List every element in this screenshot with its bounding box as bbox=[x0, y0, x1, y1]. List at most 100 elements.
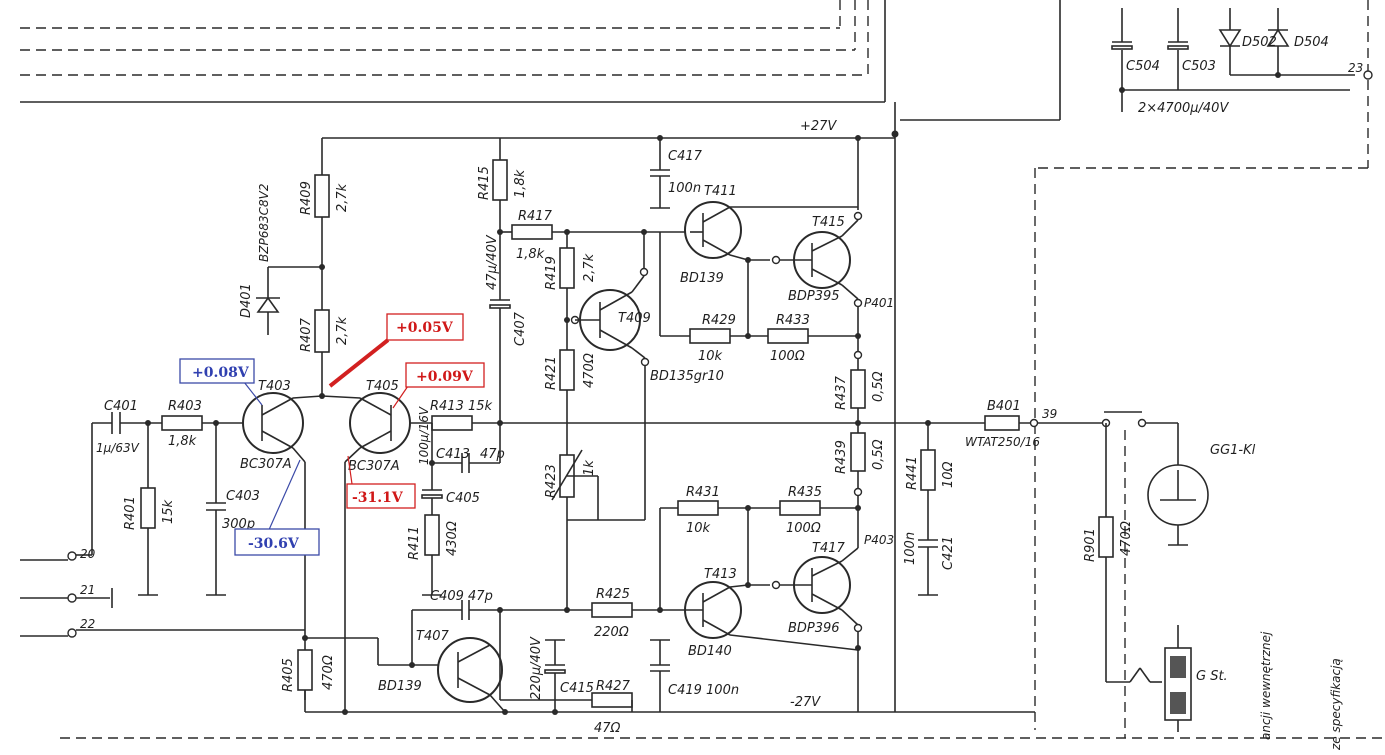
r419-value: 2,7k bbox=[582, 253, 597, 282]
t417-type: BDP396 bbox=[788, 621, 840, 636]
r441-label: R441 bbox=[905, 456, 920, 490]
t403-label: T403 bbox=[258, 379, 291, 394]
r427-label: R427 bbox=[596, 679, 631, 694]
r417-value: 1,8k bbox=[516, 247, 545, 262]
note-internal: ancji wewnętrznej bbox=[1259, 631, 1273, 740]
c409-label: C409 47p bbox=[430, 589, 493, 604]
input-section: 20 21 22 C401 1µ/63V R403 1,8k R401 15k … bbox=[20, 399, 305, 638]
r409-value: 2,7k bbox=[335, 183, 350, 212]
t413-type: BD140 bbox=[688, 644, 732, 659]
t403-type: BC307A bbox=[240, 457, 292, 472]
t417-label: T417 bbox=[812, 541, 845, 556]
annotation-t405-base: +0.09V bbox=[416, 369, 474, 385]
note-spec: ze specyfikacją bbox=[1329, 658, 1343, 751]
r413-label: R413 15k bbox=[430, 399, 493, 414]
r431-value: 10k bbox=[686, 521, 711, 536]
r411-label: R411 bbox=[407, 526, 422, 560]
r421-value: 470Ω bbox=[582, 353, 597, 388]
annotation-t403-base: +0.08V bbox=[192, 365, 250, 381]
input-stage: R409 2,7k R407 2,7k D401 BZP683C8V2 T403… bbox=[239, 138, 500, 715]
cap-bank-rating: 2×4700µ/40V bbox=[1138, 101, 1229, 116]
t407-transistor bbox=[437, 637, 503, 703]
c417-value: 100n bbox=[668, 181, 701, 196]
d502-label: D502 bbox=[1242, 35, 1277, 50]
c403-value: 300p bbox=[222, 517, 255, 532]
r435-value: 100Ω bbox=[786, 521, 821, 536]
c401-value: 1µ/63V bbox=[96, 441, 140, 455]
r407-label: R407 bbox=[299, 317, 314, 352]
node-22-label: 22 bbox=[80, 617, 95, 631]
c403-label: C403 bbox=[226, 489, 260, 504]
p401-label: P401 bbox=[864, 296, 894, 310]
r401-value: 15k bbox=[161, 499, 176, 524]
r401-label: R401 bbox=[123, 496, 138, 530]
t407-type: BD139 bbox=[378, 679, 422, 694]
r415-label: R415 bbox=[477, 166, 492, 200]
r431-label: R431 bbox=[686, 485, 720, 500]
c503-label: C503 bbox=[1182, 59, 1216, 74]
output-stage-upper: T411 BD139 T415 BDP395 P401 R429 10k R43… bbox=[659, 135, 894, 426]
speaker-label: GG1-Kl bbox=[1210, 443, 1256, 458]
r425-label: R425 bbox=[596, 587, 630, 602]
r411-value: 430Ω bbox=[445, 521, 460, 556]
r441-value: 10Ω bbox=[941, 461, 956, 488]
r403-value: 1,8k bbox=[168, 434, 197, 449]
t413-label: T413 bbox=[704, 567, 737, 582]
t411-type: BD139 bbox=[680, 271, 724, 286]
t407-label: T407 bbox=[416, 629, 449, 644]
bias-driver-section: R415 1,8k R417 1,8k 47µ/40V C407 R419 2,… bbox=[477, 135, 724, 613]
c421-value: 100n bbox=[903, 532, 918, 565]
output-stage-lower: R439 0,5Ω R431 10k R435 100Ω T413 BD140 bbox=[499, 423, 894, 736]
output-line: B401 WTAT250/16 39 bbox=[497, 399, 1110, 449]
zobel-speaker-section: R441 10Ω 100n C421 GG1-Kl R901 470Ω G St… bbox=[903, 411, 1343, 751]
r435-label: R435 bbox=[788, 485, 822, 500]
r425-value: 220Ω bbox=[594, 625, 629, 640]
annotation-t403-collector: -30.6V bbox=[248, 536, 300, 552]
c407-value: 47µ/40V bbox=[485, 234, 500, 290]
r417-label: R417 bbox=[518, 209, 553, 224]
r439-label: R439 bbox=[834, 440, 849, 474]
top-bus-lines bbox=[20, 0, 1385, 739]
node-20-label: 20 bbox=[80, 547, 96, 561]
neg-rail-label: -27V bbox=[790, 695, 821, 710]
supply-rails: +27V -27V bbox=[322, 102, 1035, 713]
c413-value: 47p bbox=[480, 447, 505, 462]
b401-type: WTAT250/16 bbox=[965, 435, 1040, 449]
r421-label: R421 bbox=[544, 356, 559, 390]
c401-label: C401 bbox=[104, 399, 138, 414]
c417-label: C417 bbox=[668, 149, 703, 164]
r437-value: 0,5Ω bbox=[871, 371, 886, 402]
r409-label: R409 bbox=[299, 181, 314, 215]
c504-label: C504 bbox=[1126, 59, 1160, 74]
r423-value: 1k bbox=[582, 460, 597, 476]
vas-stage: T407 BD139 C409 47p C413 47p C405 100µ/1… bbox=[305, 406, 660, 715]
r437-label: R437 bbox=[834, 375, 849, 410]
node-23-label: 23 bbox=[1348, 61, 1363, 75]
pos-rail-label: +27V bbox=[800, 119, 837, 134]
r419-label: R419 bbox=[544, 256, 559, 290]
r403-label: R403 bbox=[168, 399, 202, 414]
r427-value: 47Ω bbox=[594, 721, 621, 736]
voltage-annotations: +0.08V -30.6V +0.05V +0.09V -31.1V bbox=[179, 313, 485, 556]
t415-label: T415 bbox=[812, 215, 845, 230]
r433-label: R433 bbox=[776, 313, 810, 328]
r405-label: R405 bbox=[281, 658, 296, 692]
b401-label: B401 bbox=[987, 399, 1021, 414]
r901-value: 470Ω bbox=[1119, 521, 1134, 556]
c415-label: C415 bbox=[560, 681, 594, 696]
d504-label: D504 bbox=[1294, 35, 1329, 50]
c419-label: C419 100n bbox=[668, 683, 739, 698]
r901-label: R901 bbox=[1083, 528, 1098, 562]
node-21-label: 21 bbox=[80, 583, 95, 597]
node-39-label: 39 bbox=[1042, 407, 1057, 421]
t409-label: T409 bbox=[618, 311, 651, 326]
annotation-emitters: +0.05V bbox=[396, 320, 454, 336]
t411-label: T411 bbox=[704, 184, 737, 199]
p403-label: P403 bbox=[864, 533, 894, 547]
c405-value: 100µ/16V bbox=[417, 406, 431, 465]
c405-label: C405 bbox=[446, 491, 480, 506]
c415-value: 220µ/40V bbox=[529, 636, 544, 700]
c421-label: C421 bbox=[941, 536, 956, 570]
r407-value: 2,7k bbox=[335, 316, 350, 345]
